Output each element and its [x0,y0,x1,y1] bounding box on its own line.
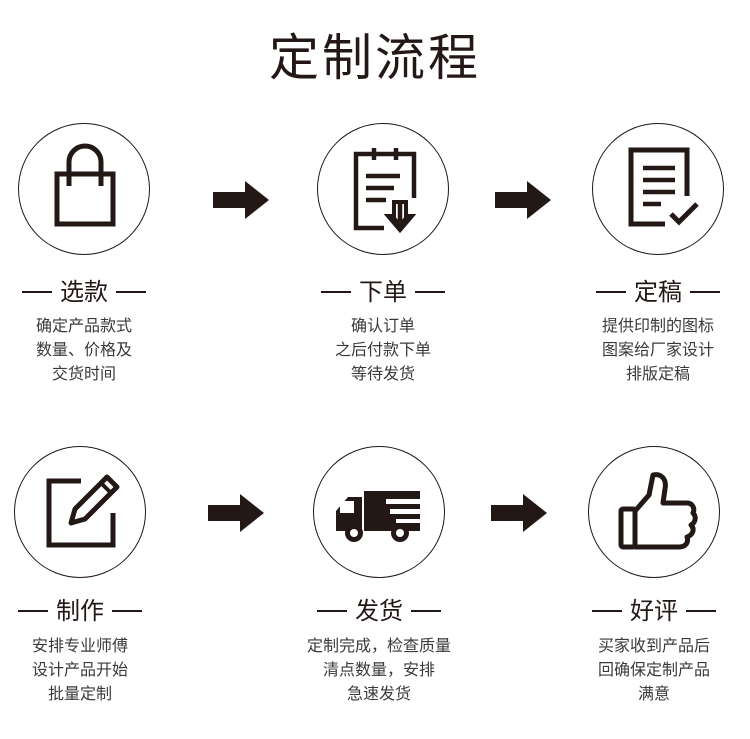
label-dash-left [22,291,52,293]
step-produce-label: 制作 [0,596,190,626]
desc-line: 之后付款下单 [334,340,431,359]
label-dash-left [596,291,626,293]
step-produce-circle [14,446,146,578]
step-ship-circle [313,446,445,578]
edit-pencil-icon [46,474,120,548]
desc-line: 排版定稿 [625,364,690,383]
arrow-right-icon [491,494,547,532]
step-finalize-label: 定稿 [548,277,750,307]
arrow-right-icon [495,181,551,219]
desc-line: 批量定制 [47,684,112,703]
label-dash-right [686,610,716,612]
document-check-icon [628,147,699,227]
step-review-title: 好评 [630,597,678,625]
clipboard-download-icon [353,148,417,234]
step-review-desc: 买家收到产品后 回确保定制产品 满意 [544,634,750,706]
desc-line: 确定产品款式 [35,316,132,335]
step-select-desc: 确定产品款式 数量、价格及 交货时间 [0,314,194,386]
step-select-circle [18,123,150,255]
label-dash-left [317,610,347,612]
desc-line: 买家收到产品后 [597,636,710,655]
desc-line: 清点数量，安排 [322,660,435,679]
step-order-circle [317,123,449,255]
step-finalize-desc: 提供印制的图标 图案给厂家设计 排版定稿 [548,314,750,386]
desc-line: 满意 [637,684,670,703]
step-ship-label: 发货 [269,596,489,626]
arrow-right-icon [213,181,269,219]
desc-line: 确认订单 [350,316,415,335]
step-select-title: 选款 [60,278,108,306]
desc-line: 定制完成，检查质量 [306,636,451,655]
label-dash-right [690,291,720,293]
label-dash-right [411,610,441,612]
step-order-label: 下单 [273,277,493,307]
arrow-right-icon [208,494,264,532]
desc-line: 急速发货 [346,684,411,703]
label-dash-right [112,610,142,612]
step-produce-desc: 安排专业师傅 设计产品开始 批量定制 [0,634,190,706]
desc-line: 交货时间 [51,364,116,383]
delivery-truck-icon [336,491,422,542]
step-finalize-circle [592,123,724,255]
page-title: 定制流程 [269,29,481,87]
step-select-label: 选款 [0,277,194,307]
desc-line: 安排专业师傅 [31,636,128,655]
desc-line: 图案给厂家设计 [601,340,714,359]
step-ship-desc: 定制完成，检查质量 清点数量，安排 急速发货 [269,634,489,706]
thumbs-up-icon [618,472,698,550]
step-produce-title: 制作 [56,597,104,625]
desc-line: 提供印制的图标 [601,316,714,335]
label-dash-right [415,291,445,293]
desc-line: 设计产品开始 [31,660,128,679]
desc-line: 数量、价格及 [35,340,132,359]
label-dash-left [321,291,351,293]
step-ship-title: 发货 [355,597,403,625]
step-review-circle [588,446,720,578]
step-finalize-title: 定稿 [634,278,682,306]
step-review-label: 好评 [544,596,750,626]
shopping-bag-icon [54,143,116,227]
desc-line: 等待发货 [350,364,415,383]
desc-line: 回确保定制产品 [597,660,710,679]
step-order-title: 下单 [359,278,407,306]
step-order-desc: 确认订单 之后付款下单 等待发货 [273,314,493,386]
label-dash-right [116,291,146,293]
label-dash-left [592,610,622,612]
label-dash-left [18,610,48,612]
